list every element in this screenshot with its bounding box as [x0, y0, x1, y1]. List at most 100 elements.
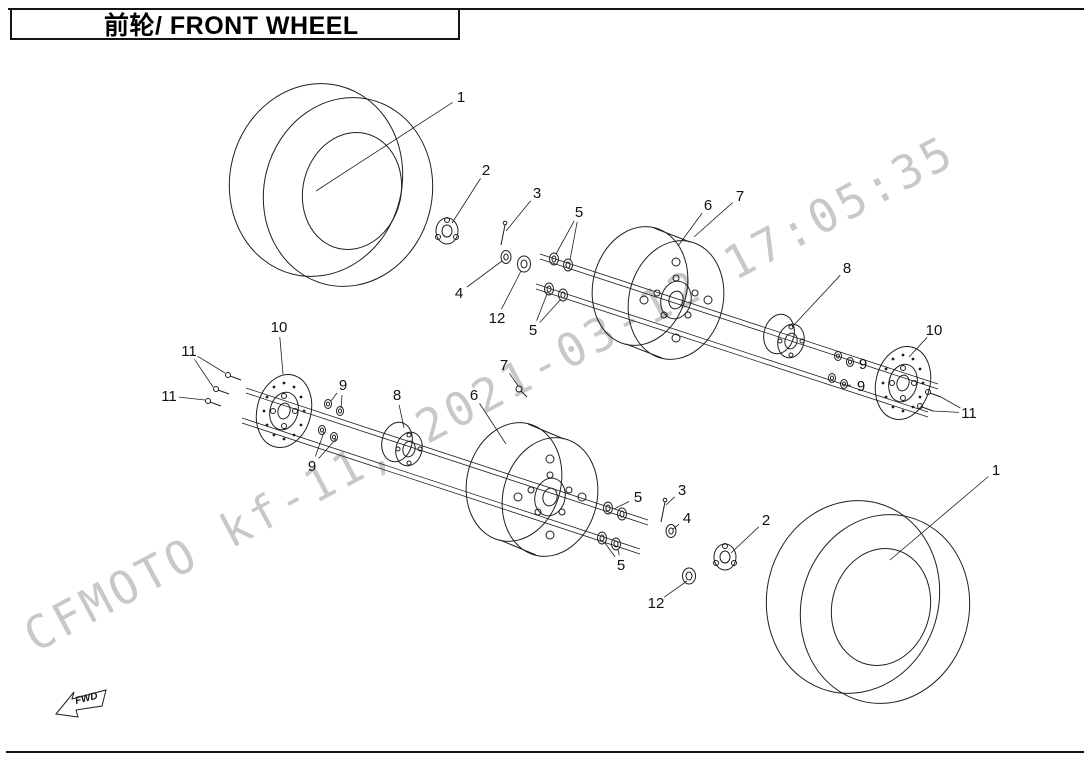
- title-box: 前轮/ FRONT WHEEL: [10, 8, 460, 40]
- rim-part-6-7-top: [639, 295, 649, 305]
- hub-cap-part-2-top: [444, 217, 450, 223]
- disc-vent-holes-bottom: [262, 381, 306, 441]
- rim-part-6-7-bottom: [465, 422, 563, 542]
- callout-leader-line: [663, 580, 688, 598]
- brake-disc-part-10-top: [889, 380, 895, 386]
- hub-part-8-bottom: [402, 440, 416, 458]
- rim-part-6-7-top: [653, 289, 661, 297]
- hub-part-8-bottom: [406, 432, 412, 438]
- hub-part-8-top: [763, 313, 795, 355]
- rim-part-6-7-bottom: [534, 477, 566, 517]
- cotter-pin-part-3-bottom: [662, 497, 668, 503]
- fwd-arrow-label: FWD: [74, 691, 99, 707]
- hub-part-8-top: [788, 352, 794, 358]
- callout-leader-line: [509, 373, 519, 387]
- hub-part-8-bottom: [395, 446, 401, 452]
- lug-nuts-part-5-top: [558, 288, 568, 302]
- assembly-top: [228, 83, 942, 420]
- hub-part-8-top: [799, 338, 805, 344]
- cotter-pin-part-3-top: [500, 224, 506, 246]
- disc-vent-holes-top: [918, 367, 922, 371]
- disc-vent-holes-top: [911, 405, 915, 409]
- lug-nuts-part-5-bottom: [603, 501, 613, 515]
- callout-leader-line: [318, 438, 337, 459]
- rim-part-6-7-top: [591, 226, 725, 360]
- hub-cap-part-2-bottom: [713, 560, 719, 566]
- callout-leader-line: [539, 298, 562, 323]
- brake-disc-part-10-top: [896, 374, 910, 392]
- brake-disc-part-10-bottom: [269, 391, 299, 431]
- rim-part-6-7-top: [703, 295, 713, 305]
- part-callout-2: 2: [482, 162, 490, 179]
- lug-nuts-part-5-top: [544, 252, 573, 302]
- tire-part-1-top: [228, 83, 434, 287]
- brake-disc-part-10-bottom: [281, 423, 287, 429]
- hub-cap-part-2-top: [441, 224, 453, 238]
- callout-leader-line: [451, 178, 481, 224]
- rim-part-6-7-top: [625, 343, 663, 359]
- rim-part-6-7-bottom: [577, 492, 587, 502]
- part-callout-9: 9: [859, 356, 867, 373]
- callout-leader-line: [398, 404, 405, 429]
- part-callout-9: 9: [857, 378, 865, 395]
- washer-part-12-top: [517, 255, 531, 273]
- callout-leader-line: [340, 394, 343, 409]
- callout-leader-line: [677, 212, 703, 247]
- part-callout-3: 3: [533, 185, 541, 202]
- rim-part-6-7-top: [591, 226, 689, 346]
- washer-part-12-bottom: [685, 571, 693, 581]
- washers-part-9-top: [848, 359, 852, 365]
- callout-leader-line: [555, 220, 575, 255]
- brake-disc-part-10-bottom: [277, 402, 291, 420]
- hub-cap-part-2-bottom: [722, 543, 728, 549]
- washer-part-12-top: [520, 259, 528, 269]
- hub-cap-part-2-top: [435, 217, 459, 245]
- brake-disc-part-10-top: [900, 395, 906, 401]
- stud-lines-bottom: [241, 422, 641, 555]
- hub-part-8-bottom: [381, 421, 423, 467]
- disc-vent-holes-bottom: [272, 385, 276, 389]
- hub-part-8-top: [777, 323, 805, 359]
- part-callout-9: 9: [308, 458, 316, 475]
- hub-cap-part-2-bottom: [719, 550, 731, 564]
- rim-part-6-7-top: [653, 227, 691, 243]
- hub-part-8-bottom: [395, 431, 423, 467]
- washer-part-4-bottom: [665, 524, 677, 538]
- brake-disc-part-10-bottom: [270, 408, 276, 414]
- rim-part-6-7-bottom: [558, 508, 566, 516]
- disc-vent-holes-bottom: [292, 385, 296, 389]
- callout-leader-line: [604, 542, 616, 558]
- disc-vent-holes-top: [911, 357, 915, 361]
- hub-part-8-top: [788, 324, 794, 330]
- disc-vent-holes-top: [891, 405, 895, 409]
- rim-part-6-7-bottom: [545, 454, 555, 464]
- part-callout-7: 7: [736, 188, 744, 205]
- lug-nuts-part-5-bottom: [605, 504, 611, 512]
- callout-leader-line: [479, 403, 507, 445]
- rim-part-6-7-top: [660, 311, 668, 319]
- washers-part-9-bottom: [338, 408, 342, 414]
- part-callout-5: 5: [575, 204, 583, 221]
- callout-leader-line: [672, 523, 680, 530]
- cotter-pin-part-3-bottom: [660, 501, 666, 523]
- callout-leader-line: [613, 501, 630, 510]
- washers-part-9-bottom: [336, 406, 344, 416]
- disc-vent-holes-bottom: [282, 381, 286, 385]
- callout-leader-line: [932, 410, 960, 413]
- disc-vent-holes-top: [884, 395, 888, 399]
- disc-vent-holes-bottom: [262, 409, 266, 413]
- part-callout-2: 2: [762, 512, 770, 529]
- rim-part-6-7-bottom: [499, 539, 537, 556]
- brake-disc-part-10-top: [874, 346, 932, 420]
- part-callout-10: 10: [271, 319, 288, 336]
- washer-part-4-bottom: [668, 527, 674, 535]
- rim-part-6-7-bottom: [546, 471, 554, 479]
- washer-part-4-top: [500, 250, 512, 264]
- washers-part-9-top: [842, 381, 846, 387]
- disc-vent-holes-bottom: [272, 433, 276, 437]
- washer-part-12-bottom: [682, 567, 696, 585]
- disc-vent-holes-bottom: [265, 395, 269, 399]
- callout-leader-line: [194, 359, 214, 388]
- cotter-pin-part-3-top: [502, 220, 508, 226]
